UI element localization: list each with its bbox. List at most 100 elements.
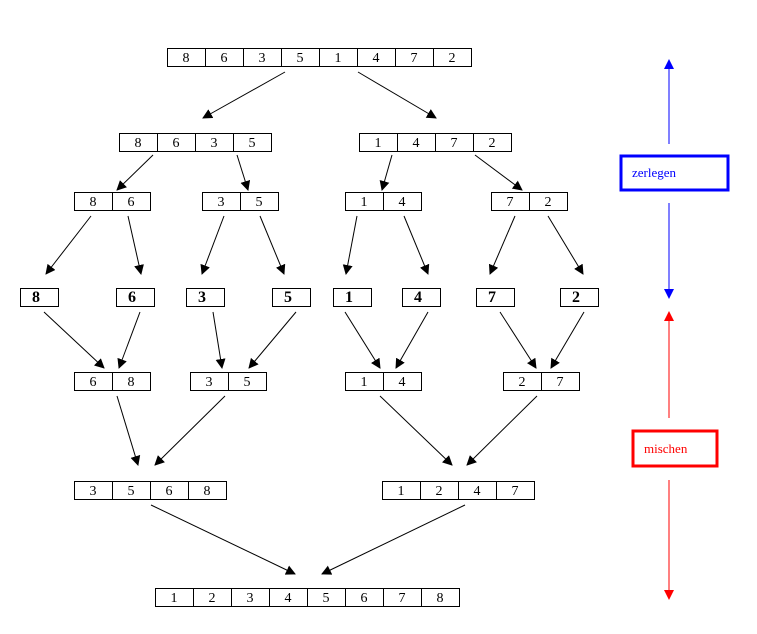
flow-arrow — [357, 71, 437, 119]
array-value: 5 — [244, 375, 251, 390]
array-value: 6 — [166, 484, 173, 499]
flow-arrow — [43, 311, 105, 369]
array-value: 3 — [259, 51, 266, 66]
singletons-array: 7 — [476, 288, 515, 307]
singletons-array: 5 — [272, 288, 311, 307]
array-value: 5 — [297, 51, 304, 66]
array-value: 4 — [399, 375, 406, 390]
flow-arrow — [116, 154, 154, 191]
array-cell — [186, 288, 225, 307]
array-value: 2 — [572, 289, 580, 306]
array-value: 7 — [411, 51, 418, 66]
array-value: 3 — [206, 375, 213, 390]
split-indicator: zerlegen — [619, 59, 730, 299]
split-label: zerlegen — [632, 165, 677, 180]
array-value: 6 — [90, 375, 97, 390]
flow-arrow — [474, 154, 523, 191]
array-value: 4 — [413, 136, 420, 151]
array-value: 7 — [399, 591, 406, 606]
flow-arrow — [248, 311, 297, 369]
array-value: 6 — [221, 51, 228, 66]
array-cell — [112, 372, 151, 391]
array-cell — [402, 288, 441, 307]
array-cell — [383, 192, 422, 211]
merge-indicator: mischen — [631, 311, 719, 600]
singletons-array: 2 — [560, 288, 599, 307]
array-value: 5 — [249, 136, 256, 151]
flow-arrow — [466, 395, 538, 466]
array-cell — [473, 133, 512, 152]
array-value: 7 — [512, 484, 519, 499]
split-label-box — [619, 154, 730, 192]
flow-arrow — [379, 154, 393, 191]
array-value: 3 — [218, 195, 225, 210]
array-value: 2 — [436, 484, 443, 499]
flow-arrow — [259, 215, 286, 275]
array-value: 3 — [247, 591, 254, 606]
array-value: 7 — [557, 375, 564, 390]
flow-arrow — [127, 215, 144, 275]
array-value: 3 — [90, 484, 97, 499]
array-value: 8 — [437, 591, 444, 606]
flow-arrow — [344, 311, 381, 369]
array-value: 1 — [345, 289, 353, 306]
flow-arrow — [379, 395, 453, 466]
singletons-array: 8 — [20, 288, 59, 307]
merge-label-box — [631, 429, 719, 468]
array-value: 1 — [171, 591, 178, 606]
array-cell — [383, 372, 422, 391]
flow-arrow — [342, 215, 358, 275]
merged-halves-array: 3 5 6 8 — [74, 481, 227, 500]
array-value: 5 — [323, 591, 330, 606]
array-cell — [233, 133, 272, 152]
array-cell — [333, 288, 372, 307]
array-cell — [112, 192, 151, 211]
flow-arrow — [547, 215, 584, 275]
array-cell — [496, 481, 535, 500]
array-value: 1 — [398, 484, 405, 499]
array-value: 8 — [90, 195, 97, 210]
array-value: 7 — [507, 195, 514, 210]
singletons-array: 4 — [402, 288, 441, 307]
array-value: 1 — [335, 51, 342, 66]
array-value: 2 — [209, 591, 216, 606]
array-value: 8 — [128, 375, 135, 390]
flow-arrow — [200, 215, 225, 275]
array-cell — [560, 288, 599, 307]
flow-arrow — [236, 154, 251, 191]
flow-arrow — [45, 215, 92, 275]
array-value: 8 — [183, 51, 190, 66]
flow-arrow — [395, 311, 429, 369]
singletons-array: 1 — [333, 288, 372, 307]
flow-arrow — [403, 215, 430, 275]
flow-arrow — [212, 311, 226, 369]
flow-arrow — [488, 215, 516, 275]
array-value: 3 — [211, 136, 218, 151]
array-value: 1 — [361, 375, 368, 390]
merge-label: mischen — [644, 441, 688, 456]
array-cell — [433, 48, 472, 67]
array-cell — [116, 288, 155, 307]
array-cell — [240, 192, 279, 211]
array-value: 1 — [361, 195, 368, 210]
array-value: 6 — [128, 195, 135, 210]
array-value: 8 — [204, 484, 211, 499]
flow-arrow — [499, 311, 537, 369]
flow-arrow — [321, 504, 466, 575]
array-value: 6 — [361, 591, 368, 606]
flow-arrow — [117, 311, 141, 369]
array-value: 4 — [399, 195, 406, 210]
array-value: 5 — [128, 484, 135, 499]
array-cell — [421, 588, 460, 607]
array-cell — [272, 288, 311, 307]
